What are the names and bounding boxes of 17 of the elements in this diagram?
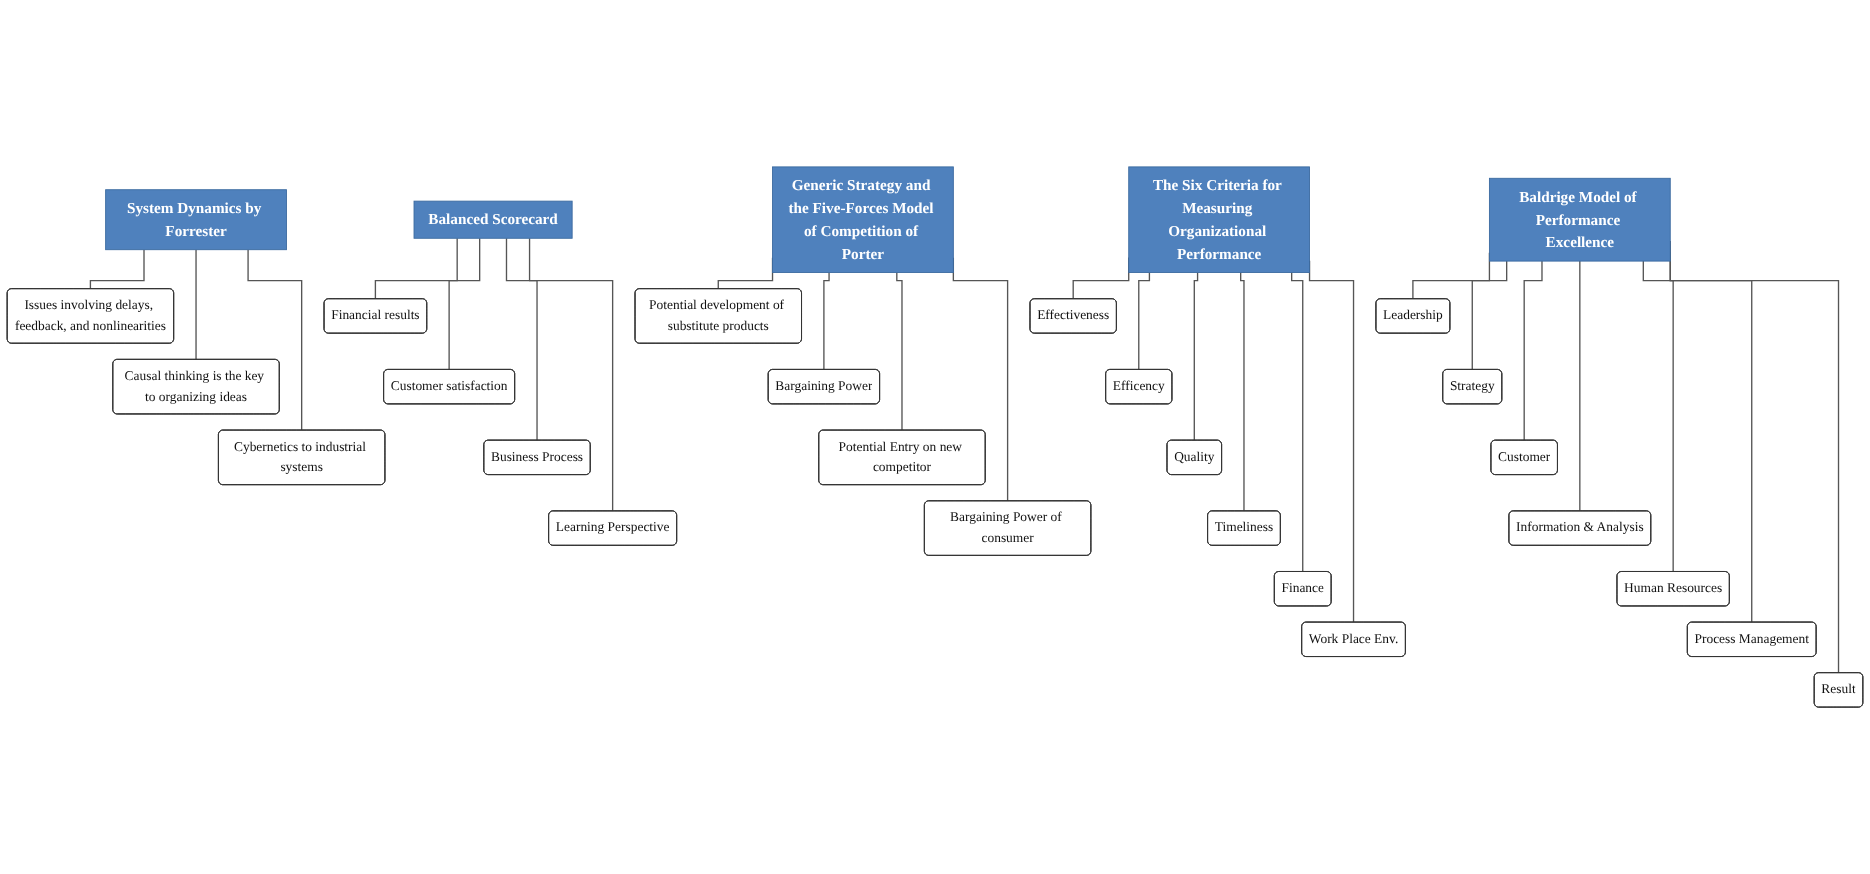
connector [505, 237, 539, 442]
connector [89, 249, 145, 290]
connector [823, 271, 830, 371]
connector [1523, 260, 1543, 442]
connector [448, 237, 481, 371]
connector [896, 271, 904, 432]
connector [195, 249, 198, 361]
connector [247, 249, 303, 432]
connector [528, 237, 614, 512]
connector [1471, 260, 1508, 371]
connector [1240, 271, 1246, 512]
connector [1138, 271, 1151, 371]
connector [1579, 260, 1581, 512]
connector [1193, 271, 1199, 442]
connector [1642, 260, 1675, 573]
connector [374, 237, 458, 300]
connector [1291, 271, 1304, 573]
